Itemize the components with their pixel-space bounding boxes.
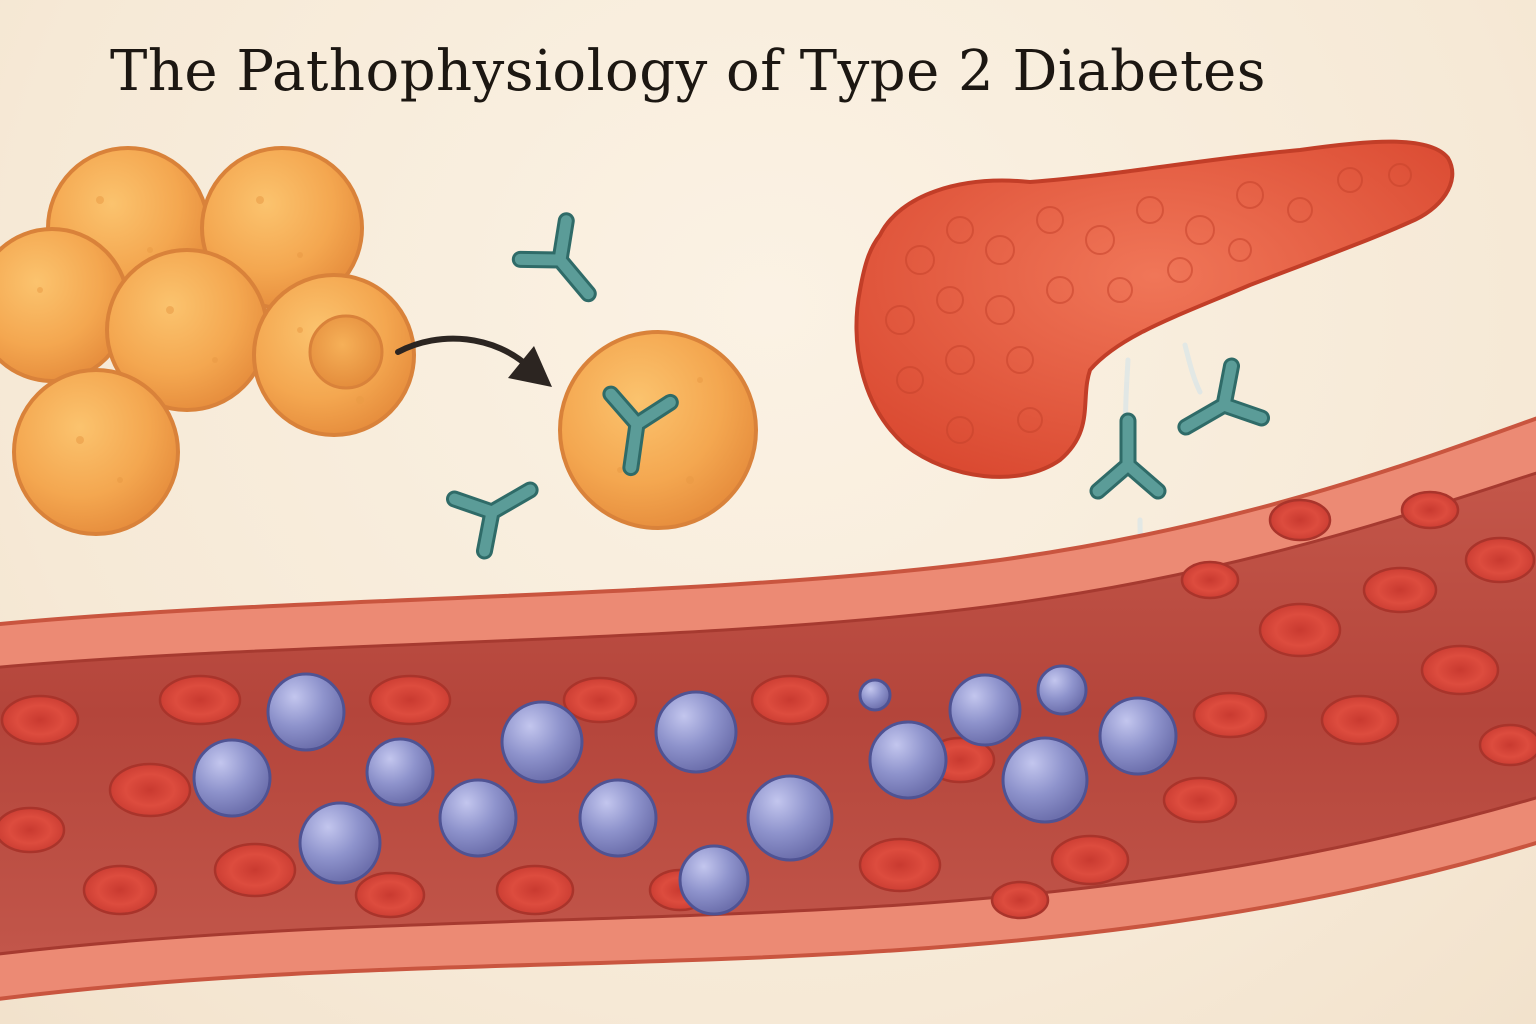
glucose-molecule bbox=[578, 778, 658, 858]
insulin-molecule bbox=[520, 221, 611, 313]
red-blood-cell bbox=[1362, 566, 1438, 614]
red-blood-cell bbox=[1464, 536, 1536, 584]
red-blood-cell bbox=[368, 674, 452, 726]
page-title: The Pathophysiology of Type 2 Diabetes bbox=[110, 39, 1267, 104]
red-blood-cell bbox=[213, 842, 297, 898]
red-blood-cell bbox=[1162, 776, 1238, 824]
glucose-molecules bbox=[192, 664, 1178, 916]
red-blood-cell bbox=[1192, 691, 1268, 739]
glucose-molecule bbox=[678, 844, 750, 916]
glucose-molecule bbox=[500, 700, 584, 784]
glucose-molecule bbox=[858, 678, 892, 712]
red-blood-cell bbox=[0, 806, 66, 854]
glucose-molecule bbox=[192, 738, 272, 818]
glucose-molecule bbox=[1036, 664, 1088, 716]
red-blood-cell bbox=[750, 674, 830, 726]
red-blood-cell bbox=[858, 837, 942, 893]
fat-cell bbox=[0, 227, 130, 383]
red-blood-cell bbox=[82, 864, 158, 916]
red-blood-cell bbox=[1320, 694, 1400, 746]
red-blood-cell bbox=[1258, 602, 1342, 658]
glucose-molecule bbox=[1098, 696, 1178, 776]
red-blood-cell bbox=[495, 864, 575, 916]
insulin-molecule bbox=[1098, 421, 1158, 491]
glucose-molecule bbox=[1001, 736, 1089, 824]
red-blood-cell bbox=[1478, 723, 1536, 767]
red-blood-cell bbox=[1050, 834, 1130, 886]
glucose-molecule bbox=[868, 720, 948, 800]
insulin-molecule bbox=[454, 464, 545, 551]
arrow bbox=[395, 335, 552, 387]
insulin-molecule bbox=[1171, 366, 1262, 453]
glucose-molecule bbox=[654, 690, 738, 774]
pancreas bbox=[854, 139, 1455, 479]
red-blood-cell bbox=[1268, 498, 1332, 542]
red-blood-cell bbox=[1400, 490, 1460, 530]
red-blood-cell bbox=[0, 694, 80, 746]
fat-cell-cluster bbox=[0, 146, 416, 536]
glucose-molecule bbox=[948, 673, 1022, 747]
red-blood-cell bbox=[158, 674, 242, 726]
glucose-molecule bbox=[298, 801, 382, 885]
red-blood-cell bbox=[1420, 644, 1500, 696]
glucose-molecule bbox=[746, 774, 834, 862]
red-blood-cell bbox=[108, 762, 192, 818]
red-blood-cell bbox=[1180, 560, 1240, 600]
red-blood-cell bbox=[990, 880, 1050, 920]
fat-cell bbox=[12, 368, 180, 536]
glucose-molecule bbox=[438, 778, 518, 858]
glucose-molecule bbox=[365, 737, 435, 807]
fat-cell-nucleus bbox=[308, 314, 384, 390]
fat-cell bbox=[558, 330, 758, 530]
red-blood-cell bbox=[562, 676, 638, 724]
red-blood-cell bbox=[354, 871, 426, 919]
glucose-molecule bbox=[266, 672, 346, 752]
